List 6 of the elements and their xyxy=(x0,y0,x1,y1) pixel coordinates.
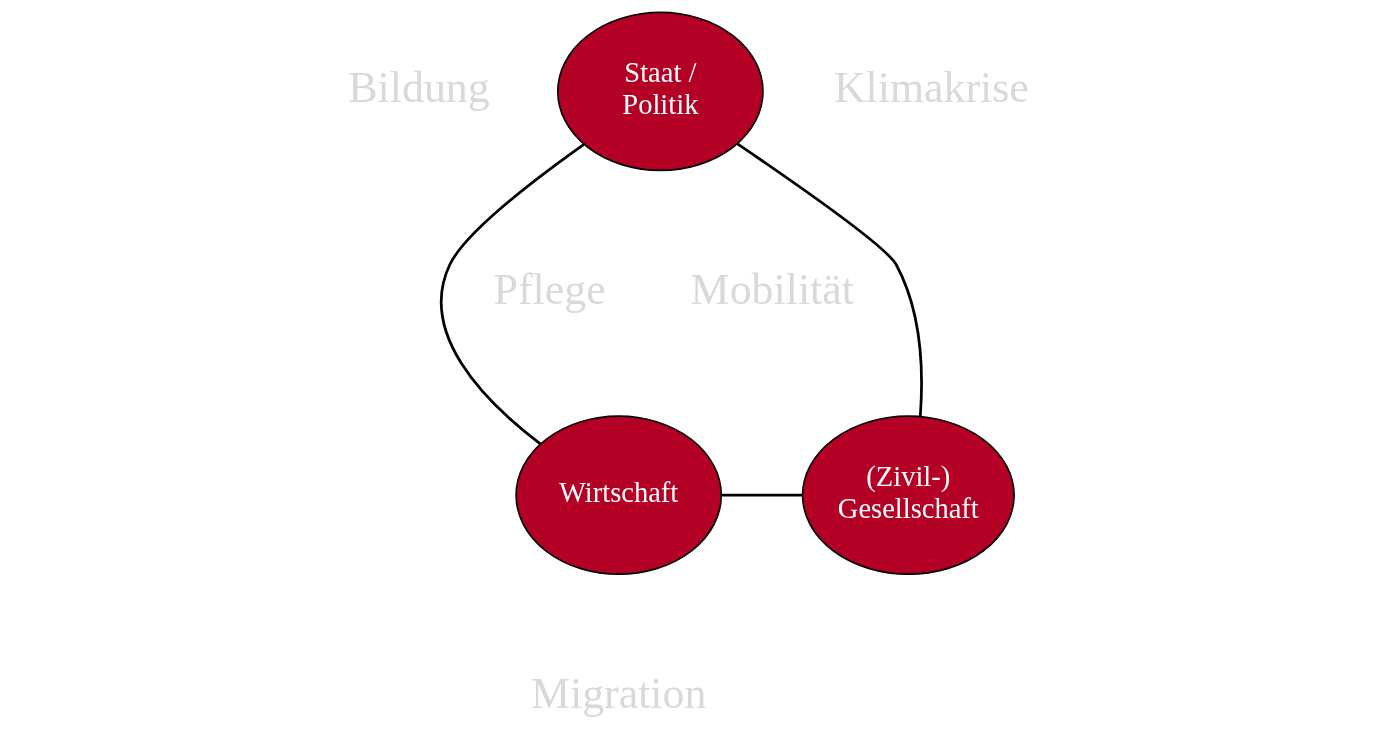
node-ellipse: (Zivil-) Gesellschaft xyxy=(801,415,1015,575)
node-ellipse: Wirtschaft xyxy=(515,415,723,575)
node-ellipse: Staat / Politik xyxy=(556,11,764,172)
connector xyxy=(721,493,803,497)
connector xyxy=(440,143,585,445)
connector xyxy=(736,142,923,417)
